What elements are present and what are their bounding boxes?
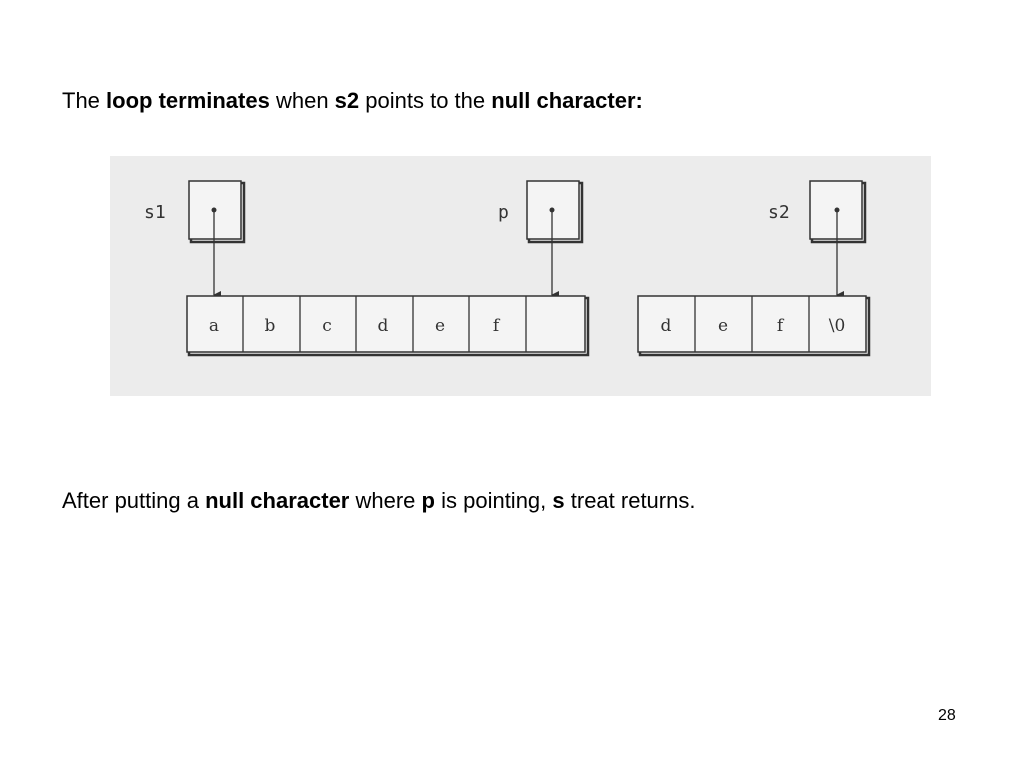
caption-part: After putting a xyxy=(62,488,206,513)
array2-cell-2: f xyxy=(777,316,785,336)
heading-part: points to the xyxy=(359,88,492,113)
caption-text: After putting a null character where p i… xyxy=(62,486,695,516)
heading-part: The xyxy=(62,88,107,113)
array1-cell-4: e xyxy=(435,316,445,336)
caption-bold: s xyxy=(552,488,565,513)
heading-bold: s2 xyxy=(334,88,360,113)
caption-bold: p xyxy=(421,488,435,513)
heading-bold: loop terminates xyxy=(106,88,270,113)
caption-bold: null character xyxy=(205,488,350,513)
var-label-s2: s2 xyxy=(768,202,790,223)
array1-cell-1: b xyxy=(265,316,276,336)
array1-cell-3: d xyxy=(378,316,389,336)
box-shadow xyxy=(810,181,867,244)
heading-bold: null character: xyxy=(491,88,643,113)
heading-text: The loop terminates when s2 points to th… xyxy=(62,86,643,116)
box-shadow xyxy=(189,181,246,244)
pointer-diagram: s1 p s2 a b c d e xyxy=(110,156,931,396)
heading-part: when xyxy=(269,88,335,113)
char-array-1: a b c d e f xyxy=(186,295,590,357)
pointer-box-s2 xyxy=(809,180,863,240)
box-shadow xyxy=(638,296,871,357)
array1-cell-0: a xyxy=(209,316,219,336)
array2-cell-3: \0 xyxy=(829,316,846,336)
caption-part: is pointing, xyxy=(434,488,553,513)
var-label-s1: s1 xyxy=(144,202,166,223)
array1-cell-5: f xyxy=(493,316,501,336)
diagram-svg: s1 p s2 a b c d e xyxy=(144,180,871,357)
array-outline xyxy=(186,295,586,353)
caption-part: treat returns. xyxy=(564,488,696,513)
box-shadow xyxy=(527,181,584,244)
slide-number: 28 xyxy=(938,707,956,724)
pointer-dot xyxy=(834,207,840,213)
array2-cell-1: e xyxy=(718,316,728,336)
array1-cell-2: c xyxy=(322,316,332,336)
caption-part: where xyxy=(349,488,422,513)
char-array-2: d e f \0 xyxy=(637,295,871,357)
box-shadow xyxy=(187,296,590,357)
pointer-dot xyxy=(211,207,217,213)
var-label-p: p xyxy=(498,202,509,223)
array2-cell-0: d xyxy=(661,316,672,336)
pointer-dot xyxy=(549,207,555,213)
